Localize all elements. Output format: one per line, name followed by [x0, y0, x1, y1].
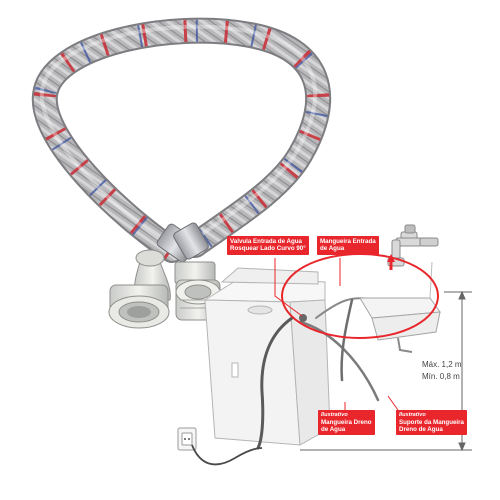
hose-ferrules [156, 222, 209, 263]
callout-valve-line1: Valvula Entrada de Agua [230, 238, 302, 245]
callout-drain-support: Ilustrativo Suporte da Mangueira Dreno d… [396, 410, 467, 436]
elbow-fitting [108, 249, 171, 329]
callout-drain-support-tag: Ilustrativo [399, 412, 426, 418]
braided-hose [31, 17, 332, 263]
laundry-sink [359, 261, 441, 353]
callout-drain-hose-tag: Ilustrativo [321, 412, 348, 418]
callout-valve: Valvula Entrada de Agua Rosquear Lado Cu… [227, 236, 309, 255]
callout-inlet-hose: Mangueira Entrada de Agua [317, 236, 379, 255]
callout-drain-hose-line1: Mangueira Dreno [321, 418, 372, 426]
wall-outlet [177, 427, 263, 466]
callout-inlet-hose-line2: de Agua [320, 245, 345, 253]
dimension-min-label: Mín. 0,8 m [422, 372, 460, 381]
callout-drain-hose-line2: de Agua [321, 426, 346, 433]
faucet [387, 224, 439, 267]
callout-valve-line2: Rosquear Lado Curvo 90° [230, 245, 306, 253]
callout-inlet-hose-line1: Mangueira Entrada [320, 238, 376, 245]
callout-drain-support-line1: Suporte da Mangueira [399, 418, 464, 426]
callout-drain-hose: Ilustrativo Mangueira Dreno de Agua [318, 410, 375, 436]
dimension-max-label: Máx. 1,2 m [422, 360, 462, 369]
washing-machine-illustration [203, 267, 331, 446]
callout-drain-support-line2: Dreno de Agua [399, 426, 443, 433]
